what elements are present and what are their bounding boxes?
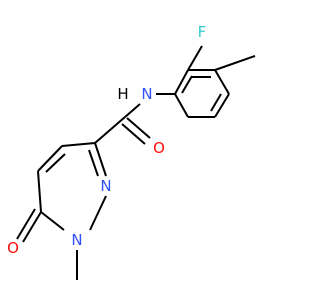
ring-oxygen-label: O	[7, 239, 19, 257]
amide-nitrogen-label: N	[141, 85, 152, 103]
atom-label-amide-oxygen: O	[150, 139, 168, 157]
ring-nitrogen-1-label: N	[71, 231, 82, 249]
bond	[37, 145, 63, 172]
carbonyl-double-bond	[126, 117, 151, 139]
bond	[40, 211, 65, 231]
amide-oxygen-label: O	[153, 139, 165, 157]
atom-label-fluorine: F	[193, 23, 211, 41]
fluorine-label: F	[198, 23, 207, 41]
atom-label-amide-nitrogen: N H	[115, 85, 156, 103]
bond	[174, 93, 189, 118]
bond	[37, 170, 42, 213]
atom-label-ring-nitrogen-1: N	[68, 231, 86, 249]
double-bond-inner	[45, 153, 66, 173]
double-bond-inner	[210, 93, 222, 112]
ring-carbonyl-double-bond	[22, 211, 42, 243]
atom-label-ring-oxygen: O	[4, 239, 22, 257]
ring-carbonyl-double-bond	[16, 208, 36, 240]
bond	[61, 142, 96, 147]
benzene-ring	[174, 69, 230, 118]
bond-to-fluorine	[187, 45, 203, 71]
double-bond-inner	[88, 149, 99, 177]
atom-label-ring-nitrogen-2: N	[97, 177, 115, 195]
bond	[214, 69, 230, 95]
ring-nitrogen-2-label: N	[100, 177, 111, 195]
bond-nh-to-carbonyl	[124, 103, 141, 118]
amide-hydrogen-label: H	[117, 85, 128, 103]
bond-carbonyl-to-ring	[94, 116, 126, 144]
bond-to-methyl	[214, 55, 256, 71]
chemical-structure: F N H O N N O	[4, 23, 256, 280]
bond	[89, 195, 107, 231]
carbonyl-double-bond	[121, 123, 146, 145]
double-bond-inner	[181, 75, 193, 94]
bond	[174, 69, 189, 95]
bond	[94, 142, 107, 177]
bond	[214, 93, 230, 118]
pyridazinone-ring	[37, 142, 107, 231]
